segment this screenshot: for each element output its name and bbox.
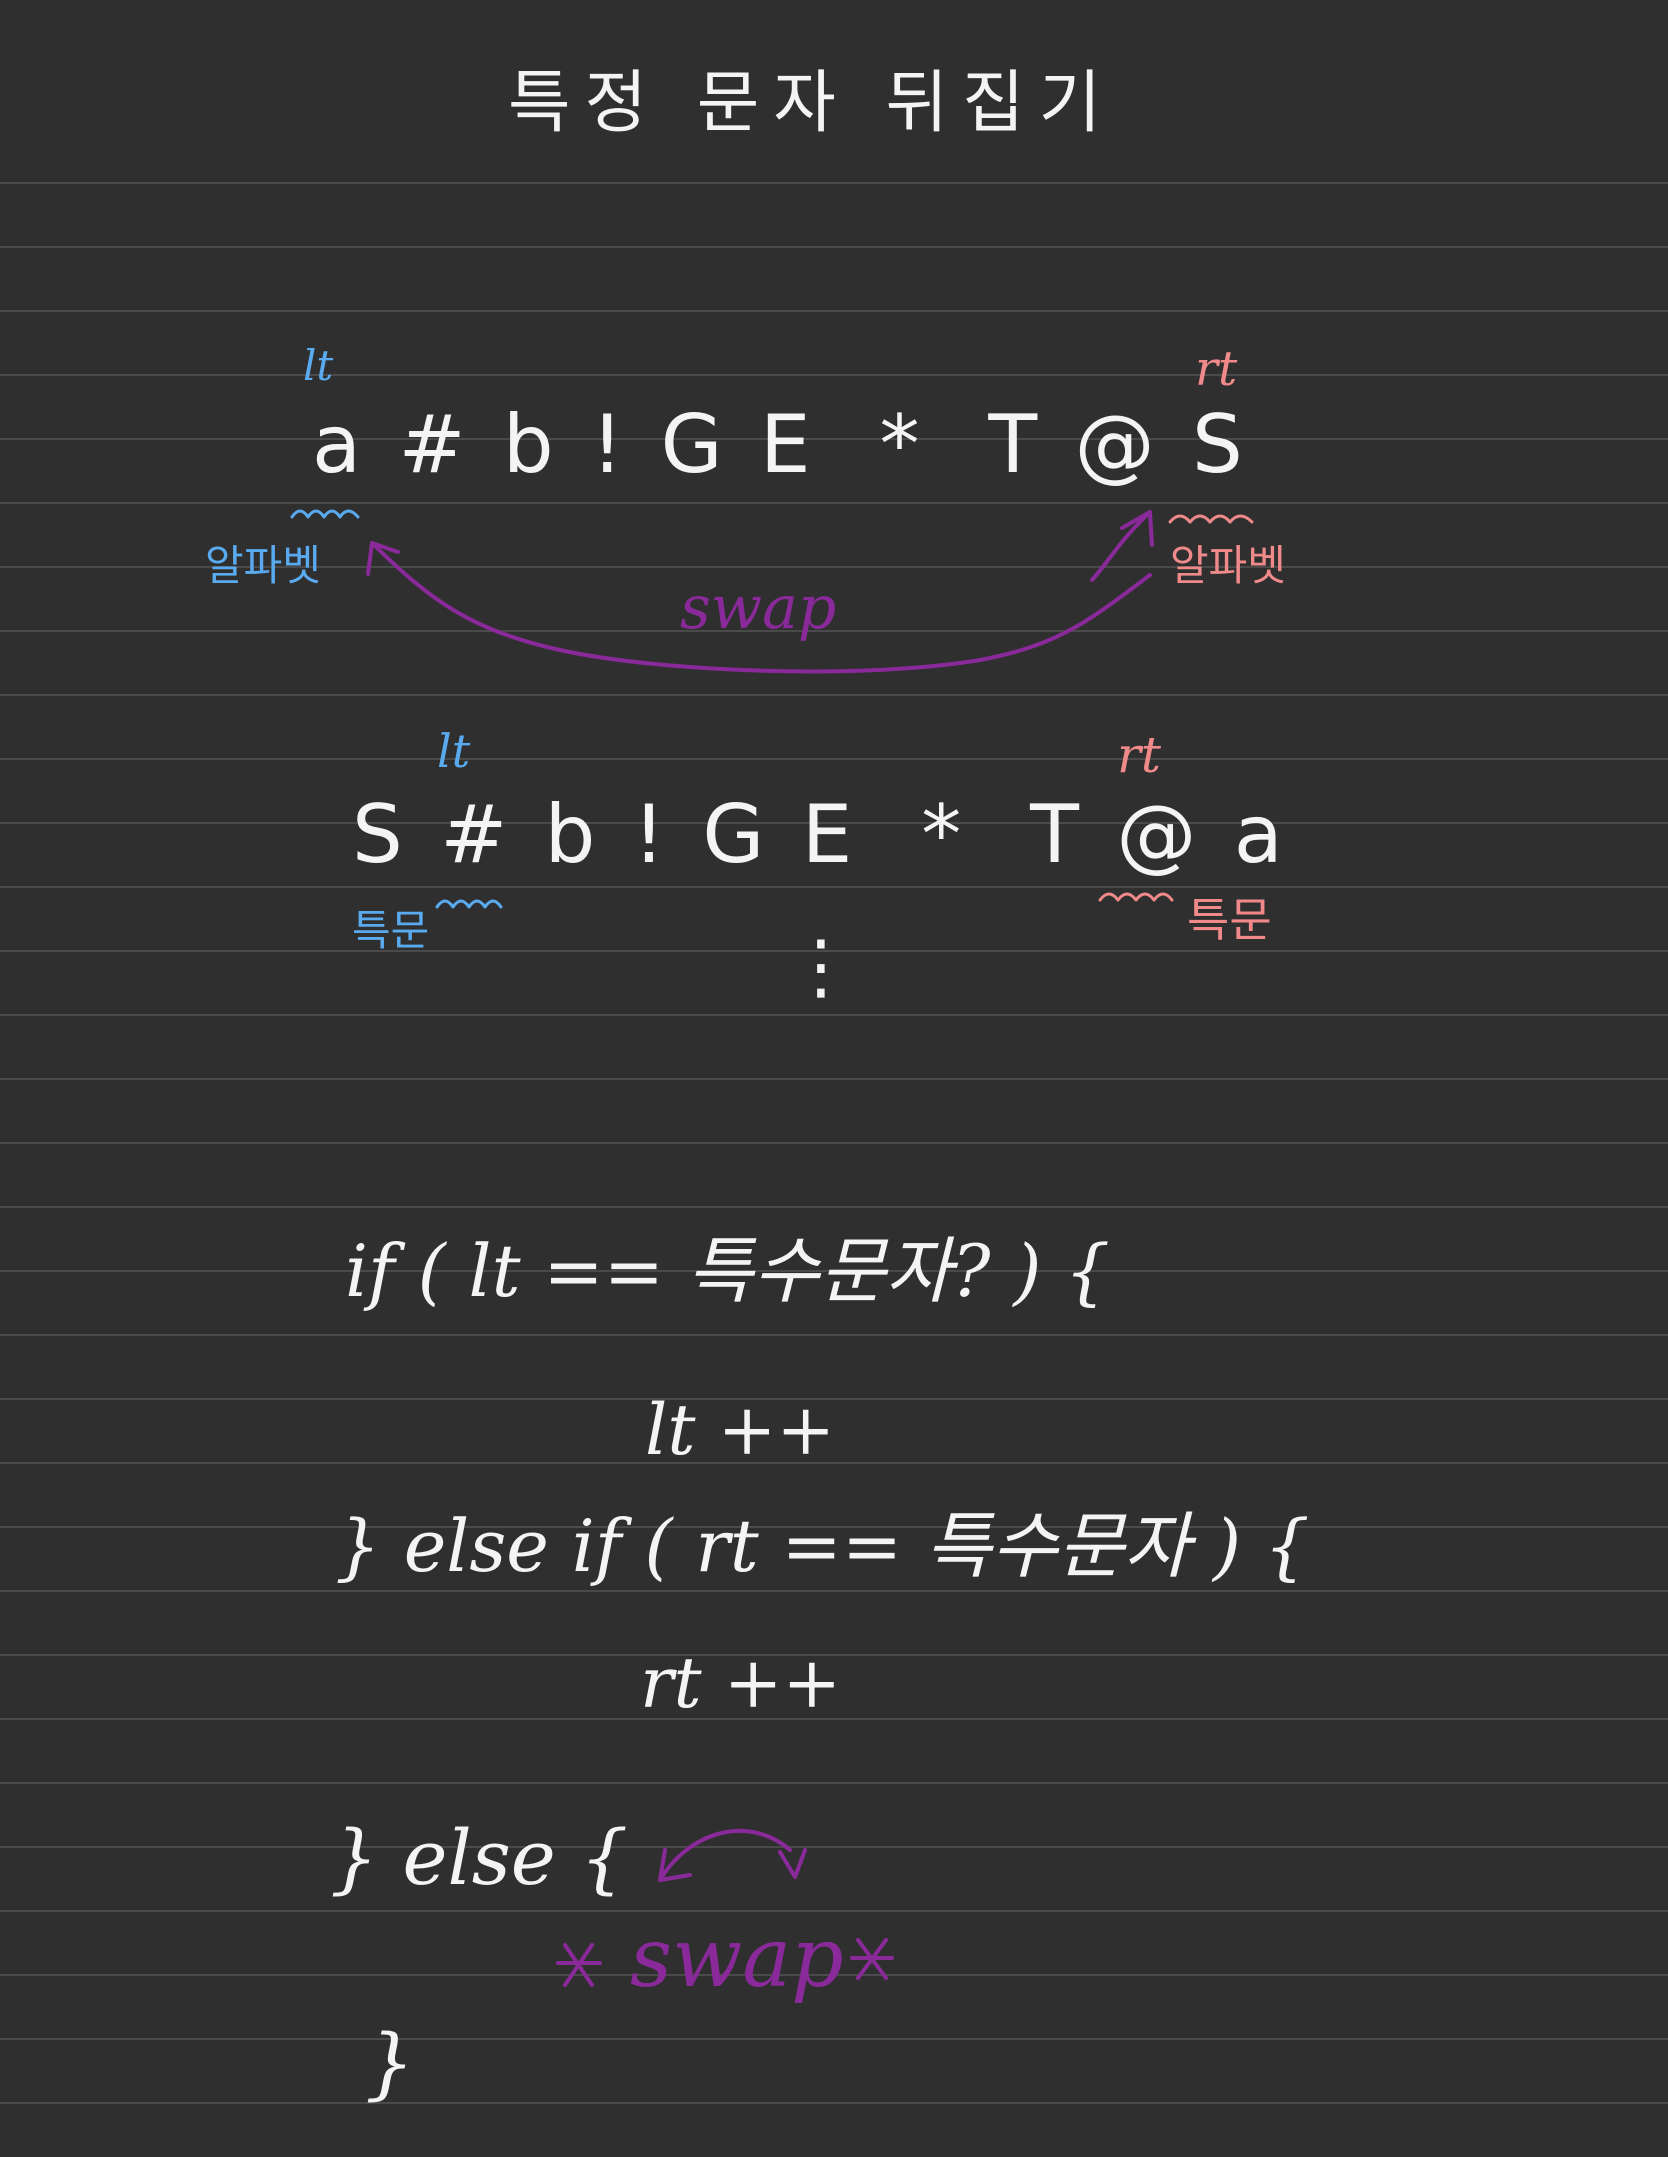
else-swap-arrowhead-right xyxy=(778,1848,807,1879)
left-note-1: 알파벳 xyxy=(205,541,321,590)
right-note-2: 특문 xyxy=(1187,893,1272,947)
code-line-else: } else { xyxy=(330,1813,629,1902)
rt-pointer-label-2: rt xyxy=(1117,726,1161,784)
swap-arrowhead-right xyxy=(1090,510,1154,582)
code-line-else-if: } else if ( rt == 특수문자 ) { xyxy=(335,1504,1310,1588)
example-string-2: S # b ! G E * T @ a xyxy=(352,788,1289,881)
page-title: 특정 문자 뒤집기 xyxy=(508,64,1116,143)
code-line-swap: swap xyxy=(630,1911,844,2006)
right-note-1: 알파벳 xyxy=(1170,541,1286,590)
ellipsis: ⋮ xyxy=(785,924,857,1008)
swap-arrow-1 xyxy=(370,541,1152,674)
code-line-close-brace: } xyxy=(365,2019,415,2109)
left-note-2: 특문 xyxy=(352,906,430,955)
swap-label-1: swap xyxy=(680,573,837,643)
else-swap-arrowhead-left xyxy=(658,1848,692,1882)
star-right xyxy=(850,1938,894,1980)
code-line-lt-increment: lt ++ xyxy=(645,1389,836,1471)
squiggle-left-2 xyxy=(435,899,503,909)
lt-pointer-label-2: lt xyxy=(437,724,471,778)
code-line-if: if ( lt == 특수문자? ) { xyxy=(345,1229,1111,1313)
swap-arrowhead-left xyxy=(366,541,400,576)
squiggle-right-1 xyxy=(1168,514,1254,524)
star-left xyxy=(556,1943,602,1987)
example-string-1: a # b ! G E * T @ S xyxy=(312,398,1249,491)
rt-pointer-label-1: rt xyxy=(1195,341,1238,397)
lt-pointer-label-1: lt xyxy=(303,341,334,390)
else-swap-arrow xyxy=(658,1828,792,1882)
squiggle-left-1 xyxy=(290,509,360,519)
squiggle-right-2 xyxy=(1098,892,1174,902)
code-line-rt-increment: rt ++ xyxy=(640,1642,842,1724)
